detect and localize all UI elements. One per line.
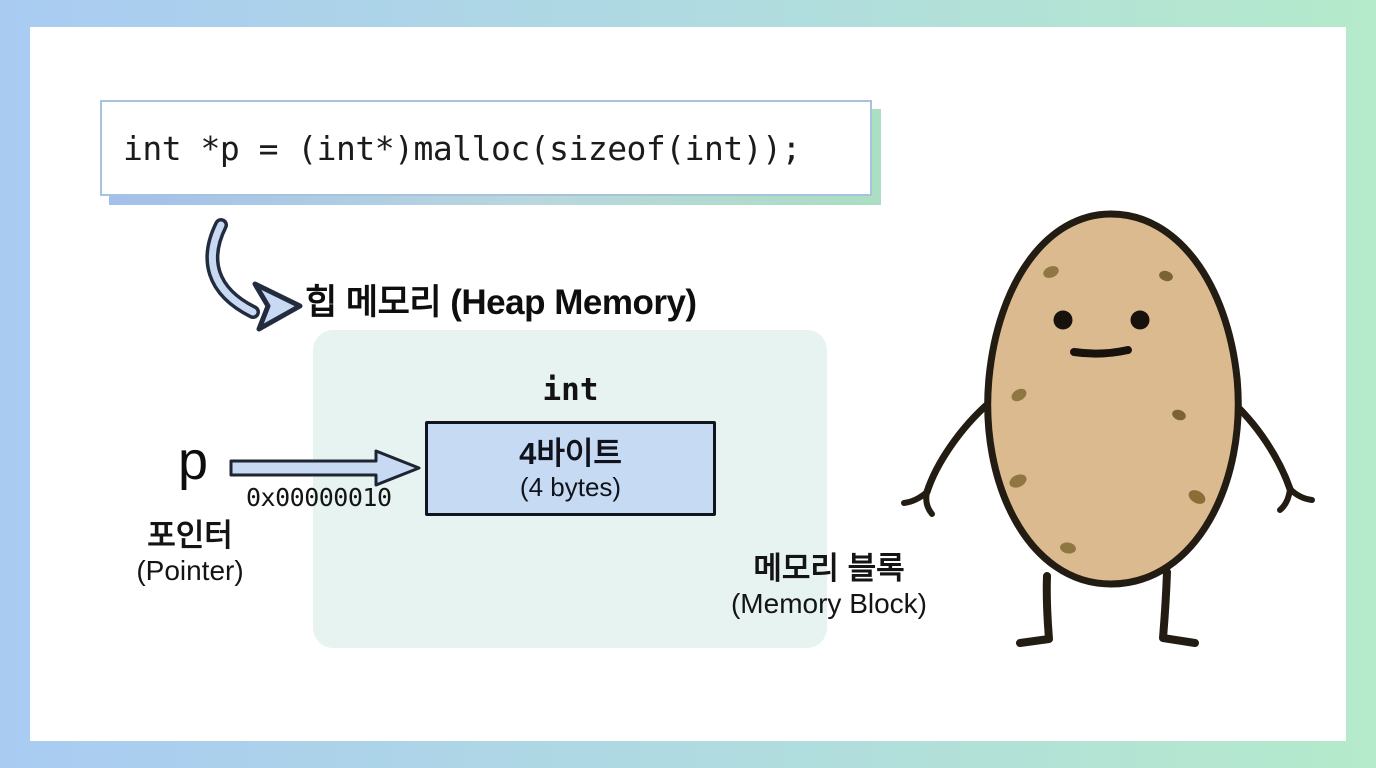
pointer-caption-kr: 포인터 (147, 518, 233, 553)
int-type-label: int (542, 372, 599, 408)
right-arrow-icon (229, 449, 421, 487)
pointer-caption-en: (Pointer) (136, 555, 244, 586)
pointer-address: 0x00000010 (246, 483, 392, 512)
memory-block: 4바이트 (4 bytes) (425, 421, 716, 516)
curved-arrow-icon (205, 218, 303, 332)
heap-memory-title: 힙 메모리 (Heap Memory) (305, 283, 697, 322)
memory-block-caption: 메모리 블록 (Memory Block) (679, 551, 979, 621)
pointer-caption: 포인터 (Pointer) (90, 518, 290, 587)
memory-block-size-kr: 4바이트 (519, 435, 622, 471)
code-statement: int *p = (int*)malloc(sizeof(int)); (123, 128, 801, 168)
potato-character-illustration (901, 210, 1315, 647)
memory-block-caption-kr: 메모리 블록 (753, 551, 905, 586)
memory-block-size-en: (4 bytes) (519, 471, 622, 502)
code-box: int *p = (int*)malloc(sizeof(int)); (100, 100, 872, 196)
pointer-variable-name: p (178, 431, 209, 491)
memory-block-caption-en: (Memory Block) (730, 588, 927, 619)
